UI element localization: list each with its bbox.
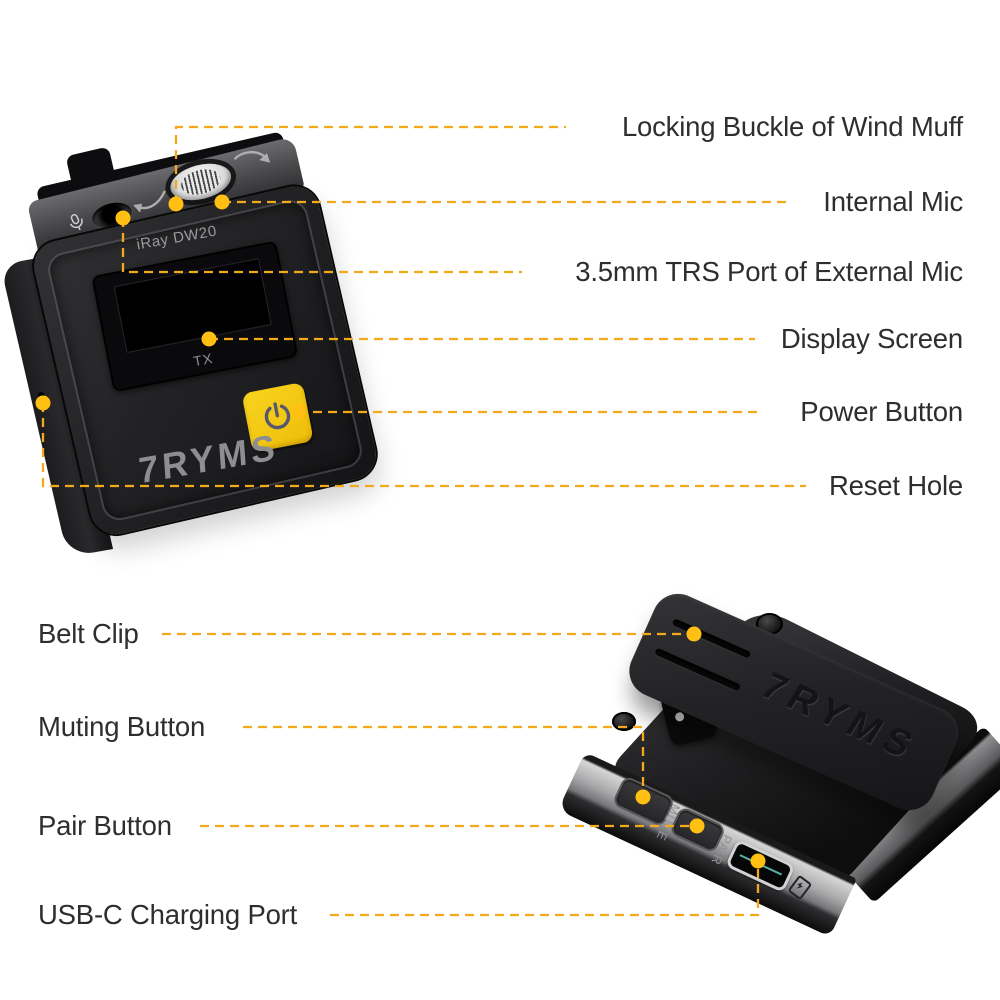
- label-pair-button: Pair Button: [38, 810, 172, 842]
- label-reset-hole: Reset Hole: [828, 470, 963, 502]
- belt-clip-slot: [654, 647, 742, 692]
- internal-mic-locking-buckle: [166, 157, 235, 207]
- usb-c-pin-strip: [739, 854, 783, 876]
- label-belt-clip: Belt Clip: [38, 618, 139, 650]
- transmitter-front-view: iRay DW20 TX 7RYMS: [0, 131, 381, 568]
- label-power-button: Power Button: [800, 396, 963, 428]
- trs-port-hole: [103, 207, 121, 223]
- external-mic-icon: [69, 213, 83, 231]
- usb-c-port: [725, 838, 796, 893]
- transmitter-back-view: MUTE PAIR 7RYMS: [557, 585, 1000, 975]
- label-trs-port: 3.5mm TRS Port of External Mic: [575, 256, 963, 288]
- label-usb-c-port: USB-C Charging Port: [38, 899, 298, 931]
- oled-screen: [113, 258, 272, 354]
- label-internal-mic: Internal Mic: [823, 186, 963, 218]
- screw-left: [612, 712, 636, 731]
- internal-mic-grille: [178, 165, 223, 199]
- rotate-arrow-left-icon: [133, 190, 166, 213]
- charge-battery-icon: [787, 874, 813, 901]
- hinge-pin: [674, 711, 686, 723]
- label-locking-buckle: Locking Buckle of Wind Muff: [621, 111, 963, 143]
- belt-clip-slot: [671, 618, 752, 659]
- label-muting-button: Muting Button: [38, 711, 206, 743]
- label-display-screen: Display Screen: [780, 323, 963, 355]
- transmitter-front-body: iRay DW20 TX 7RYMS: [0, 117, 391, 600]
